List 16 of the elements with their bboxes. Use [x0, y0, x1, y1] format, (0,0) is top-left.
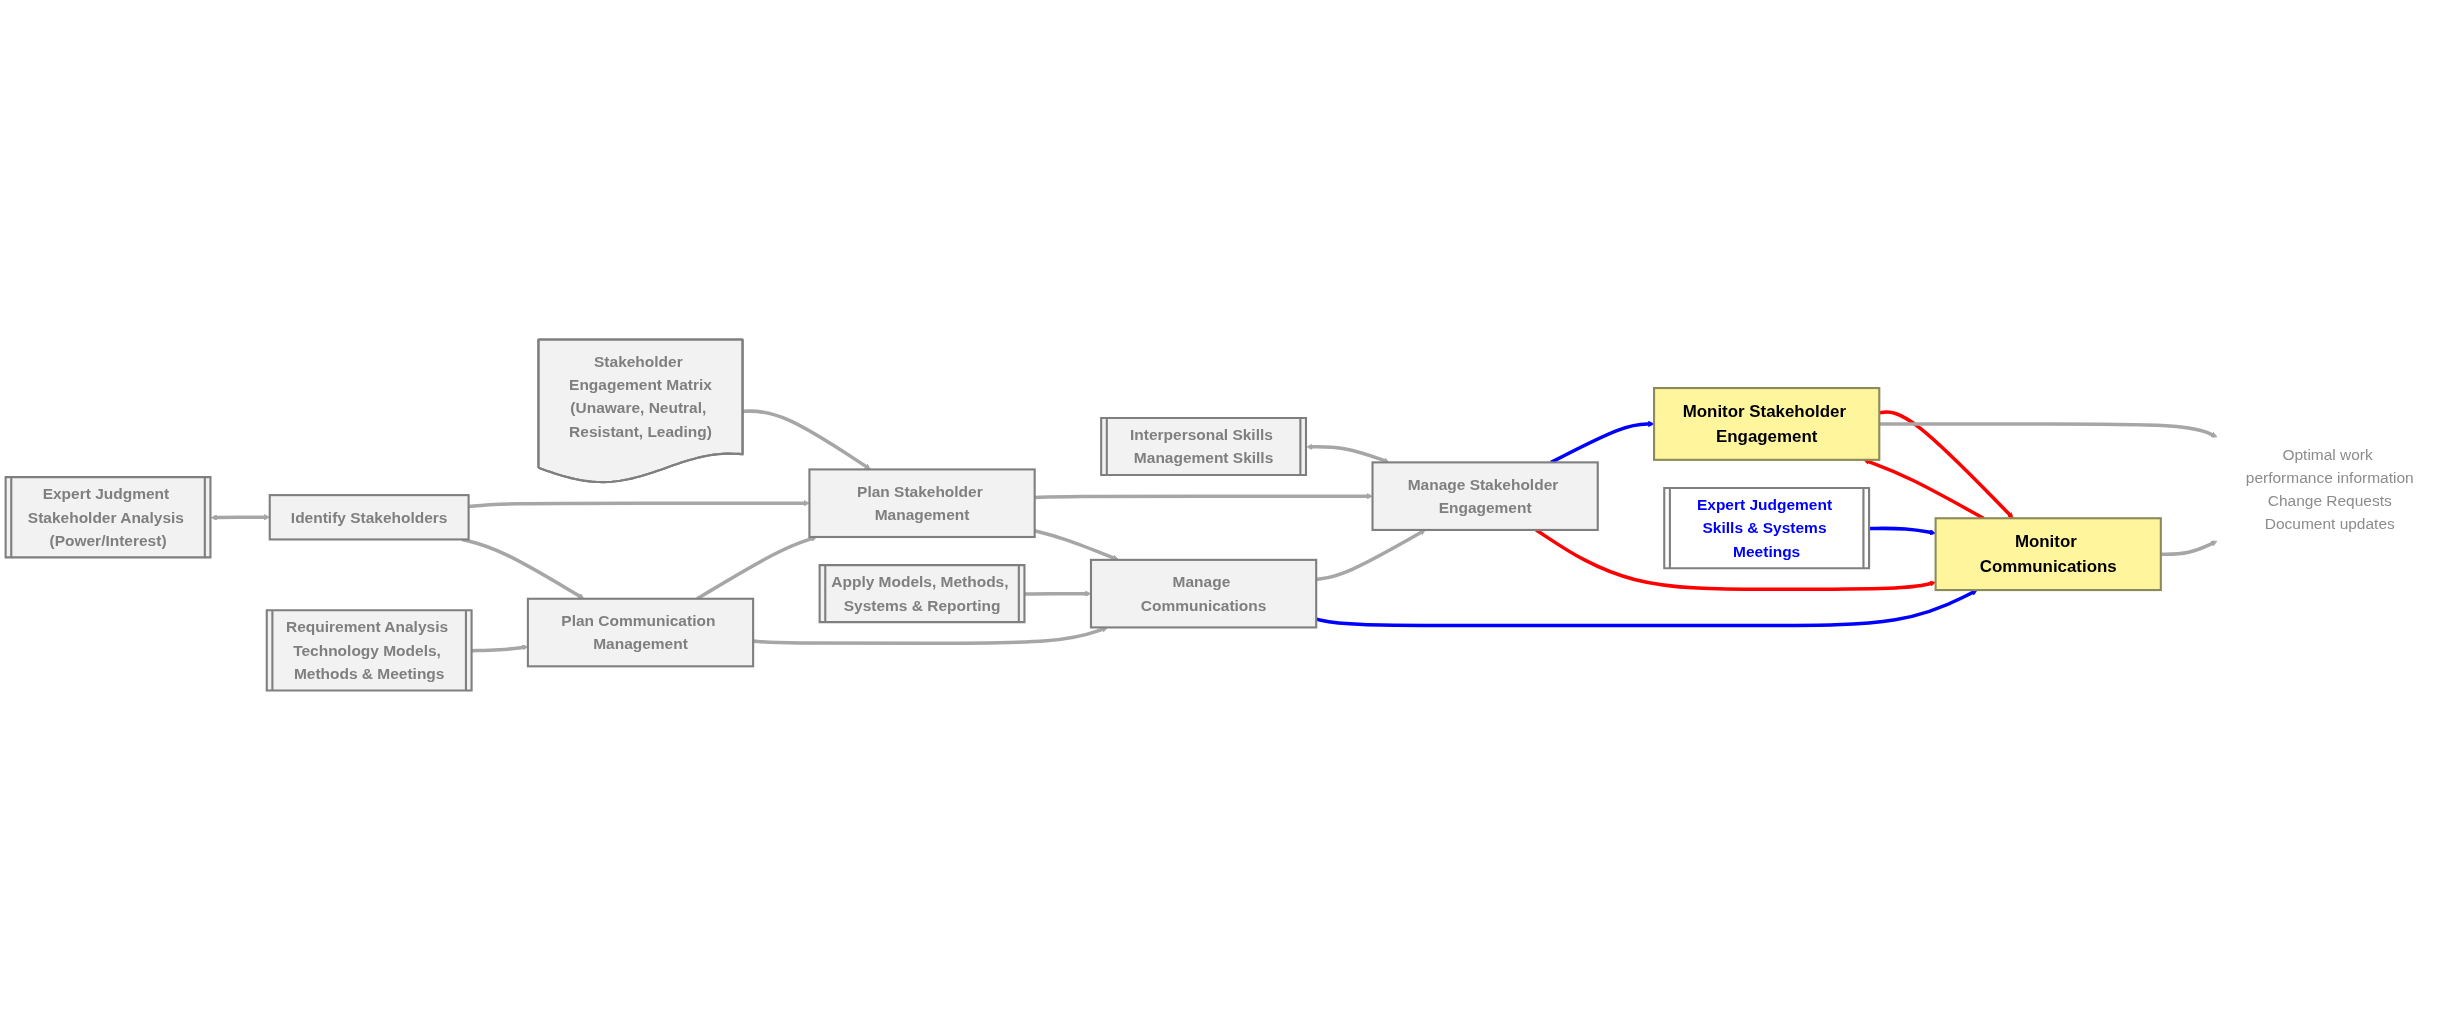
node-box: Identify Stakeholders [268, 494, 470, 541]
arrow [742, 409, 871, 470]
node-box: Manage Stakeholder Engagement [1371, 461, 1599, 531]
node-box: Monitor Communications [1934, 517, 2162, 592]
arrow [1869, 526, 1936, 536]
node-box: Monitor Stakeholder Engagement [1653, 387, 1881, 461]
arrow [2160, 540, 2218, 556]
node-text: Optimal work performance information Change Requests Document updates [2245, 445, 2414, 533]
arrow [1535, 528, 1936, 592]
node-box: Plan Communication Management [526, 597, 755, 668]
node-box: Plan Stakeholder Management [808, 468, 1036, 539]
arrow [1879, 422, 2218, 438]
arrow [1879, 410, 2014, 519]
arrow [468, 500, 810, 509]
node-box: Manage Communications [1089, 558, 1318, 629]
arrow [1034, 493, 1373, 500]
